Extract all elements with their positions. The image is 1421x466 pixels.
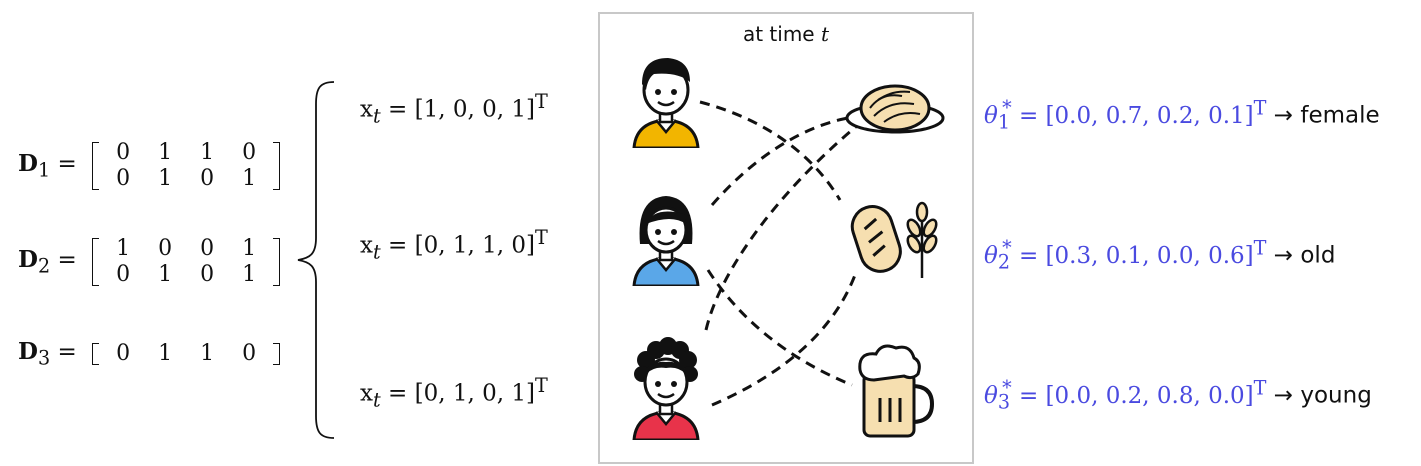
bread-wheat-icon (850, 201, 938, 278)
matrix-cell: 0 (158, 236, 173, 261)
woman-bob-hair-blue-shirt-icon (632, 196, 700, 286)
matrix-cell: 1 (200, 340, 215, 366)
matrix-cell: 1 (158, 262, 173, 287)
link-person2-beer (706, 269, 853, 387)
matrix-cell: 0 (116, 140, 131, 165)
link-person3-pasta (704, 123, 859, 331)
matrix-d2-label: D (18, 246, 38, 274)
beer-mug-icon (858, 344, 935, 438)
matrix-cell: 0 (200, 236, 215, 261)
matrix-cell: 1 (200, 140, 215, 165)
matrix-d1-sub: 1 (37, 158, 51, 182)
matrix-cell: 0 (116, 340, 131, 366)
matrix-cell: 1 (158, 340, 173, 366)
link-person3-bread (711, 274, 857, 407)
theta-2-row: θ2* = [0.3, 0.1, 0.0, 0.6]T → old (984, 236, 1336, 274)
context-vector-3: xt = [0, 1, 0, 1]T (360, 374, 548, 412)
arrow-icon: → (1273, 102, 1294, 129)
theta-3-row: θ3* = [0.0, 0.2, 0.8, 0.0]T → young (984, 376, 1372, 414)
matrix-d3-label: D (18, 338, 38, 365)
link-person2-pasta (710, 116, 849, 206)
link-person1-bread (699, 100, 842, 201)
matrix-d2-sub: 2 (37, 254, 51, 278)
context-vector-2: xt = [0, 1, 1, 0]T (360, 226, 548, 264)
matrix-cell: 0 (116, 262, 131, 287)
context-vector-1: xt = [1, 0, 0, 1]T (360, 90, 548, 128)
matrix-cell: 1 (242, 166, 257, 191)
matrix-cell: 1 (242, 236, 257, 261)
matrix-cell: 0 (200, 262, 215, 287)
matrix-cell: 0 (200, 166, 215, 191)
curly-brace (297, 81, 335, 439)
matrix-cell: 1 (158, 166, 173, 191)
theta-1-row: θ1* = [0.0, 0.7, 0.2, 0.1]T → female (984, 96, 1380, 134)
arrow-icon: → (1273, 382, 1294, 409)
man-curly-hair-red-shirt-icon (632, 337, 700, 440)
man-short-hair-yellow-shirt-icon (632, 58, 700, 148)
arrow-icon: → (1273, 242, 1294, 269)
time-panel: at time t (598, 12, 974, 464)
matrix-cell: 0 (242, 140, 257, 165)
theta-2-label: old (1300, 242, 1336, 269)
matrix-cell: 0 (242, 340, 257, 366)
matrix-cell: 1 (242, 262, 257, 287)
matrix-d1-label: D (18, 150, 38, 178)
matrix-cell: 1 (158, 140, 173, 165)
matrix-d3-sub: 3 (37, 346, 51, 370)
panel-title: at time t (742, 22, 830, 46)
theta-1-label: female (1300, 102, 1380, 129)
theta-3-label: young (1300, 382, 1372, 409)
matrix-cell: 1 (116, 236, 131, 261)
pasta-plate-icon (845, 84, 945, 134)
matrix-cell: 0 (116, 166, 131, 191)
